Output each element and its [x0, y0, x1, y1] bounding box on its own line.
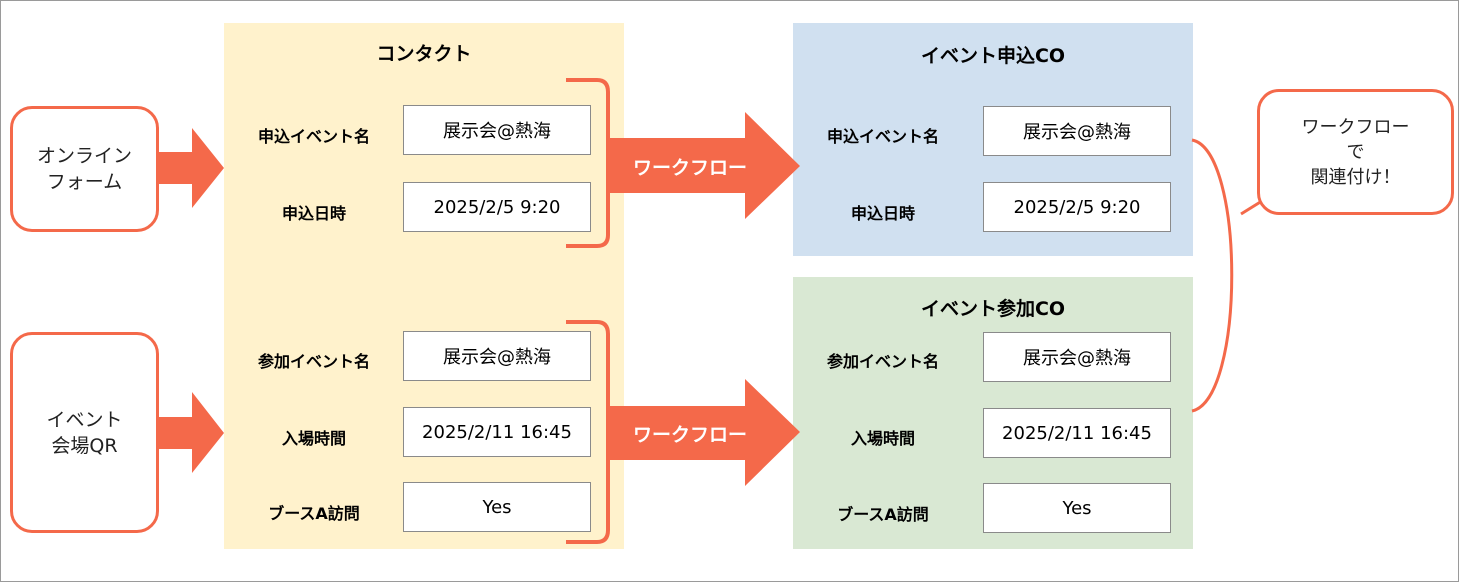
field-value-text: 展示会@熱海 — [443, 347, 551, 368]
field-value-text: Yes — [1062, 497, 1092, 519]
field-value-text: 展示会@熱海 — [1023, 348, 1131, 369]
contact-field-value: 展示会@熱海 — [403, 105, 591, 155]
attend-field-label: ブースA訪問 — [837, 505, 929, 524]
attend-co-title: イベント参加CO — [920, 298, 1066, 320]
association-connector — [1191, 138, 1234, 413]
apply-field-label: 申込イベント名 — [826, 127, 939, 146]
attend-field-value: 2025/2/11 16:45 — [983, 408, 1171, 458]
attend-field-value: Yes — [983, 483, 1171, 533]
field-value-text: 2025/2/11 16:45 — [1002, 422, 1152, 444]
workflow-arrow — [609, 112, 800, 219]
field-value-text: 2025/2/5 9:20 — [1013, 196, 1141, 218]
contact-bracket — [566, 320, 610, 544]
online-form-label: オンライン フォーム — [36, 145, 132, 193]
field-value-text: Yes — [482, 496, 512, 518]
apply-field-value: 展示会@熱海 — [983, 106, 1171, 156]
attend-field-value: 展示会@熱海 — [983, 332, 1171, 382]
contact-field-value: 2025/2/5 9:20 — [403, 182, 591, 232]
event-attend-co-panel: イベント参加CO 参加イベント名 展示会@熱海 入場時間 2025/2/11 1… — [793, 277, 1193, 549]
workflow-arrow — [609, 379, 800, 486]
contact-title: コンタクト — [376, 43, 472, 65]
online-form-source: オンライン フォーム — [10, 106, 159, 232]
apply-field-value: 2025/2/5 9:20 — [983, 182, 1171, 232]
association-note-text: ワークフロー で 関連付け！ — [1301, 116, 1410, 188]
contact-field-label: 入場時間 — [281, 429, 346, 448]
attend-field-label: 参加イベント名 — [826, 352, 939, 371]
field-value-text: 展示会@熱海 — [443, 121, 551, 142]
contact-field-label: 申込イベント名 — [257, 127, 370, 146]
workflow-label: ワークフロー — [632, 157, 747, 179]
apply-field-label: 申込日時 — [850, 204, 915, 223]
attend-field-label: 入場時間 — [850, 429, 915, 448]
contact-field-label: 申込日時 — [281, 204, 346, 223]
contact-field-label: 参加イベント名 — [257, 352, 370, 371]
field-value-text: 2025/2/5 9:20 — [433, 196, 561, 218]
contact-field-value: Yes — [403, 482, 591, 532]
contact-field-label: ブースA訪問 — [268, 504, 360, 523]
contact-bracket — [566, 78, 610, 248]
workflow-label: ワークフロー — [632, 424, 747, 446]
source-arrow — [159, 128, 224, 208]
source-arrow — [159, 392, 224, 473]
contact-field-value: 展示会@熱海 — [403, 331, 591, 381]
event-qr-source: イベント 会場QR — [10, 332, 159, 533]
field-value-text: 2025/2/11 16:45 — [422, 421, 572, 443]
association-note: ワークフロー で 関連付け！ — [1257, 89, 1454, 215]
contact-field-value: 2025/2/11 16:45 — [403, 407, 591, 457]
apply-co-title: イベント申込CO — [920, 45, 1066, 67]
event-apply-co-panel: イベント申込CO 申込イベント名 展示会@熱海 申込日時 2025/2/5 9:… — [793, 23, 1193, 256]
field-value-text: 展示会@熱海 — [1023, 122, 1131, 143]
contact-panel: コンタクト 申込イベント名 展示会@熱海 申込日時 2025/2/5 9:20 … — [224, 23, 624, 549]
event-qr-label: イベント 会場QR — [46, 408, 123, 457]
